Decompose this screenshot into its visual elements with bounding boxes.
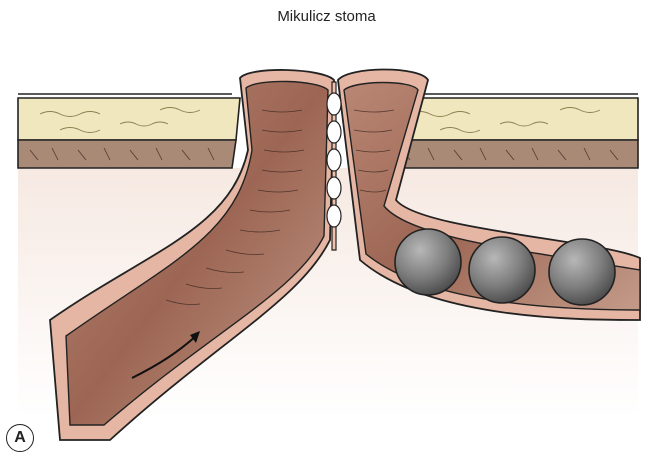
fecal-pellet <box>468 236 536 304</box>
flow-arrow-head <box>190 331 200 343</box>
flow-arrow <box>131 335 197 379</box>
spur-sutures <box>326 92 342 228</box>
fat-texture <box>39 107 601 133</box>
bowel-loop-left <box>65 80 329 426</box>
fecal-pellet <box>394 228 462 296</box>
abdominal-wall-muscle-left <box>17 139 237 169</box>
fecal-pellet <box>548 238 616 306</box>
abdominal-wall-muscle-right <box>387 139 639 169</box>
figure-title: Mikulicz stoma <box>277 8 376 25</box>
abdominal-wall-fat-left <box>17 97 241 141</box>
mucosal-folds-left <box>165 109 305 305</box>
abdominal-wall-fat-right <box>384 97 639 141</box>
mucosal-folds-right <box>353 109 395 193</box>
panel-label: A <box>6 424 34 452</box>
